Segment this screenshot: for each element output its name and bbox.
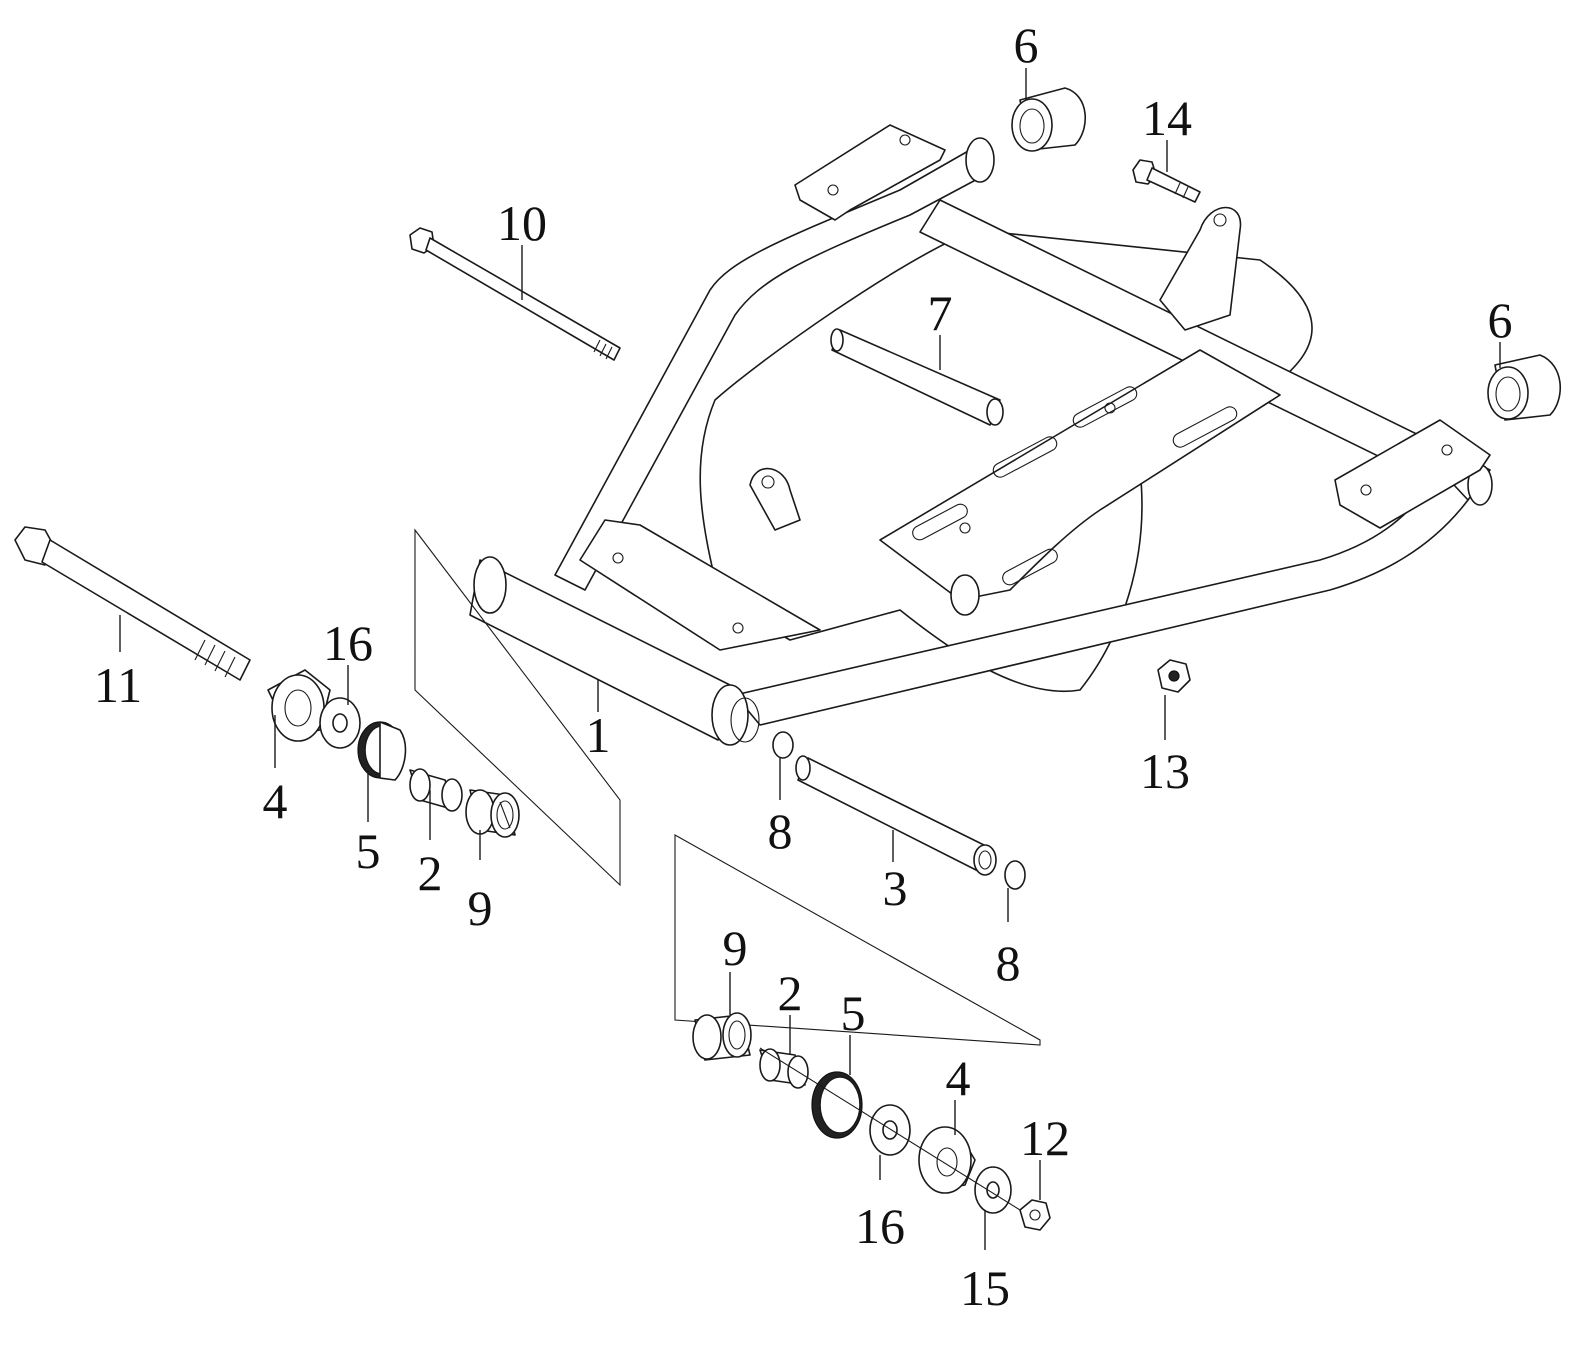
nut-13 bbox=[1157, 659, 1191, 693]
callout-9-right: 9 bbox=[723, 920, 748, 976]
callout-4-left: 4 bbox=[263, 773, 288, 829]
right-bushing-assembly bbox=[674, 834, 1051, 1231]
callout-14: 14 bbox=[1142, 90, 1192, 146]
callout-6-right: 6 bbox=[1488, 292, 1513, 348]
callout-15: 15 bbox=[960, 1260, 1010, 1316]
callout-1: 1 bbox=[586, 707, 611, 763]
callout-16-left: 16 bbox=[323, 615, 373, 671]
callout-7: 7 bbox=[928, 285, 953, 341]
o-ring-8-right bbox=[1004, 860, 1026, 890]
callout-8-left: 8 bbox=[768, 803, 793, 859]
bushing-6-right bbox=[1487, 354, 1561, 421]
swingarm-frame bbox=[469, 124, 1493, 746]
callout-12: 12 bbox=[1020, 1110, 1070, 1166]
o-ring-8-left bbox=[772, 731, 794, 759]
tube-3 bbox=[795, 755, 997, 876]
callout-5-right: 5 bbox=[841, 985, 866, 1041]
callout-16-right: 16 bbox=[855, 1198, 905, 1254]
callout-8-right: 8 bbox=[996, 935, 1021, 991]
callout-9-left: 9 bbox=[468, 880, 493, 936]
callout-2-left: 2 bbox=[418, 845, 443, 901]
callout-10: 10 bbox=[497, 195, 547, 251]
callout-11: 11 bbox=[94, 657, 142, 713]
bolt-10 bbox=[409, 227, 621, 361]
left-bushing-assembly bbox=[267, 528, 621, 887]
bolt-14 bbox=[1132, 159, 1201, 203]
callout-3: 3 bbox=[883, 860, 908, 916]
callout-5-left: 5 bbox=[356, 823, 381, 879]
callout-4-right: 4 bbox=[946, 1050, 971, 1106]
leader-lines bbox=[119, 68, 1501, 1250]
bolt-11 bbox=[14, 526, 251, 681]
callout-13: 13 bbox=[1140, 743, 1190, 799]
callout-labels: 6 14 10 7 6 11 16 1 4 5 2 9 8 3 13 8 9 2… bbox=[94, 17, 1513, 1316]
callout-2-right: 2 bbox=[778, 965, 803, 1021]
callout-6-upper: 6 bbox=[1014, 17, 1039, 73]
pin-7 bbox=[830, 328, 1004, 426]
bushing-6-upper bbox=[1011, 87, 1086, 152]
